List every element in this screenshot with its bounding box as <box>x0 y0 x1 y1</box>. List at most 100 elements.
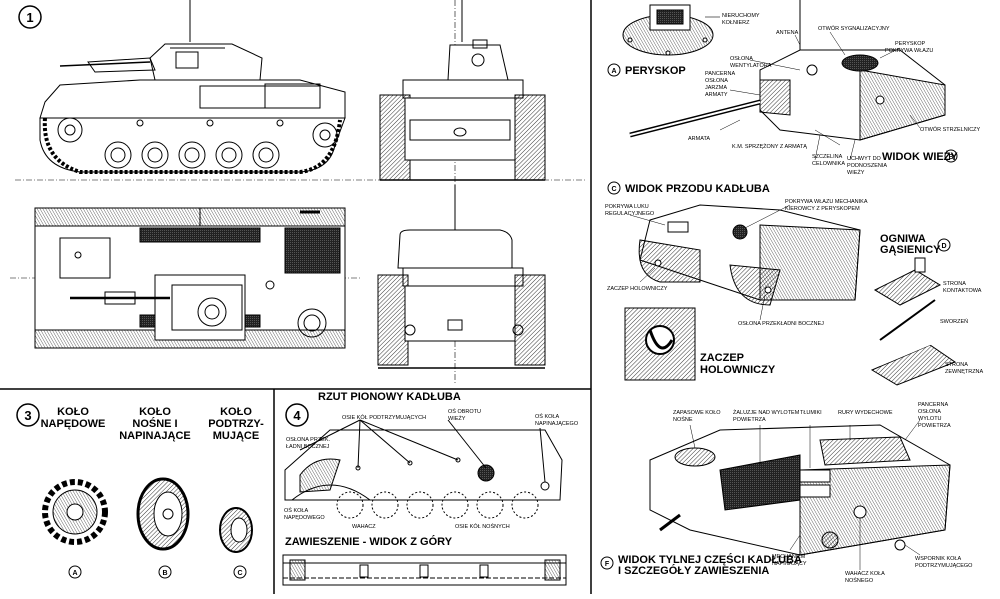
label-pancerna-oslona-f-1: PANCERNA <box>918 402 948 408</box>
detail-f-badge <box>600 556 614 570</box>
label-uchwyt-1: UCHWYT DO <box>847 156 882 162</box>
tow-hook-detail-drawing <box>624 307 696 381</box>
wheel-b-label-1: KOŁO <box>139 406 171 418</box>
detail-c-hull-front: C WIDOK PRZODU KADŁUBA POKRYWA LUKU REGU… <box>605 181 868 381</box>
detail-b-mark: B <box>948 154 953 161</box>
section-3-number: 3 <box>24 408 31 423</box>
suspension-top-view <box>282 554 567 586</box>
label-armata: ARMATA <box>688 136 710 142</box>
wheel-b-label-2: NOŚNE I <box>132 417 177 430</box>
label-pancerna-oslona-4: ARMATY <box>705 92 728 98</box>
label-pancerna-oslona-2: OSŁONA <box>705 78 728 84</box>
wheel-c-label-2: PODTRZY- <box>208 418 264 430</box>
detail-f-title-1: WIDOK TYLNEJ CZĘŚCI KADŁUBA <box>618 553 802 566</box>
label-szczelina-1: SZCZELINA <box>812 154 843 160</box>
detail-c-title: WIDOK PRZODU KADŁUBA <box>625 183 770 195</box>
front-view-tank <box>379 0 546 181</box>
detail-d-track-links: OGNIWA GĄSIENICY D STRONA KONTAKTOWA SWO… <box>870 233 984 386</box>
label-pancerna-oslona-f-2: OSŁONA <box>918 409 941 415</box>
wheel-c-label-3: MUJĄCE <box>213 430 259 442</box>
wheel-a-mark: A <box>72 570 77 577</box>
section-3-wheels: 3 KOŁO NAPĘDOWE KOŁO NOŚNE I NAPINAJĄCE … <box>16 403 264 579</box>
wheel-a-label-2: NAPĘDOWE <box>41 418 106 430</box>
label-pokrywa-wlazu: POKRYWA WŁAZU <box>885 48 933 54</box>
label-wahacz-f-1: WAHACZ KOŁA <box>845 571 885 577</box>
label-osie-podtrzym: OSIE KÓŁ PODTRZYMUJĄCYCH <box>342 414 426 421</box>
label-os-napedowego-1: OŚ KOŁA <box>284 506 308 514</box>
track-link-drawings <box>870 257 957 386</box>
label-zaluzje-1: ŻALUZJE NAD WYLOTEM <box>733 409 800 416</box>
section-1-orthographic-views: 1 <box>10 0 585 385</box>
top-view-tank <box>34 207 346 349</box>
detail-b-title: WIDOK WIEŻY <box>882 150 958 163</box>
periscope-drawing <box>622 4 714 56</box>
detail-a-periscope: NIERUCHOMY KOŁNIERZ A PERYSKOP <box>607 4 760 77</box>
label-rury: RURY WYDECHOWE <box>838 410 893 416</box>
label-oslona-przekladni-bocznej: OSŁONA PRZEKŁADNI BOCZNEJ <box>738 321 824 327</box>
label-pancerna-oslona-f-4: POWIETRZA <box>918 423 951 429</box>
label-km-sprzezony: K.M. SPRZĘŻONY Z ARMATĄ <box>732 143 807 150</box>
label-peryskop: PERYSKOP <box>895 41 925 47</box>
label-strona-kontaktowa-2: KONTAKTOWA <box>943 288 982 294</box>
label-uchwyt-2: PODNOSZENIA <box>847 163 887 169</box>
drive-wheel-drawing <box>42 479 108 545</box>
label-zaczep: ZACZEP HOLOWNICZY <box>607 286 668 292</box>
label-otwor-sygn: OTWÓR SYGNALIZACYJNY <box>818 25 890 32</box>
wheel-b-mark: B <box>162 570 167 577</box>
label-os-obrotu-2: WIEŻY <box>448 415 466 422</box>
side-road-wheels <box>104 141 280 169</box>
wheel-a-label-1: KOŁO <box>57 406 89 418</box>
hull-rear-drawing <box>649 424 951 556</box>
label-sworzen: SWORZEŃ <box>940 318 968 325</box>
detail-b-turret: ANTENA OTWÓR SYGNALIZACYJNY PERYSKOP POK… <box>629 0 981 176</box>
label-szczelina-2: CELOWNIKA <box>812 161 845 167</box>
section-4-title: RZUT PIONOWY KADŁUBA <box>318 391 461 403</box>
rear-view-tank <box>377 185 546 369</box>
detail-a-title: PERYSKOP <box>625 65 686 77</box>
label-pokrywa-wlazu-2: KIEROWCY Z PERYSKOPEM <box>785 206 860 212</box>
label-os-obrotu-1: OŚ OBROTU <box>448 407 481 415</box>
label-nieruchomy-2: KOŁNIERZ <box>722 20 750 26</box>
label-mechanizm-2: NAPINAJĄCY <box>772 561 807 567</box>
side-view-tank <box>39 0 346 174</box>
section-1-badge <box>18 5 42 29</box>
return-roller-drawing <box>219 507 253 553</box>
section-1-number: 1 <box>26 10 33 25</box>
label-strona-kontaktowa-1: STRONA <box>943 281 966 287</box>
label-wahacz: WAHACZ <box>352 524 376 530</box>
wheel-b-label-3: NAPINAJĄCE <box>119 430 191 442</box>
label-os-napinajacego-1: OŚ KOŁA <box>535 412 559 420</box>
label-mechanizm-1: MECHANIZM <box>772 554 806 560</box>
label-osie-nosnych: OSIE KÓŁ NOŚNYCH <box>455 522 510 530</box>
suspension-subtitle: ZAWIESZENIE - WIDOK Z GÓRY <box>285 535 453 548</box>
label-otwor-strzelniczy: OTWÓR STRZELNICZY <box>920 126 981 133</box>
tow-hook-title-2: HOLOWNICZY <box>700 364 776 376</box>
detail-a-badge <box>607 63 621 77</box>
section-4-badge <box>285 403 309 427</box>
detail-f-title-2: I SZCZEGÓŁY ZAWIESZENIA <box>618 564 769 577</box>
label-wspornik-2: PODTRZYMUJĄCEGO <box>915 563 973 569</box>
label-pokrywa-luku-1: POKRYWA LUKU <box>605 204 649 210</box>
detail-f-hull-rear: ZAPASOWE KOŁO NOŚNE ŻALUZJE NAD WYLOTEM … <box>600 402 973 584</box>
label-tlumiki: TŁUMIKI <box>800 410 822 416</box>
label-nieruchomy-1: NIERUCHOMY <box>722 13 760 19</box>
turret-drawing <box>629 0 946 141</box>
label-pancerna-oslona-1: PANCERNA <box>705 71 735 77</box>
detail-b-badge <box>944 149 958 163</box>
section-4-hull-plan: 4 RZUT PIONOWY KADŁUBA OSIE KÓŁ PODTRZYM… <box>282 391 579 586</box>
label-oslona-went-2: WENTYLATORA <box>730 63 772 69</box>
detail-c-badge <box>607 181 621 195</box>
section-3-badge <box>16 403 40 427</box>
label-strona-zewnetrzna-2: ZEWNĘTRZNA <box>945 369 984 375</box>
hull-plan-drawing <box>284 419 563 519</box>
label-os-napedowego-2: NAPĘDOWEGO <box>284 515 325 521</box>
label-strona-zewnetrzna-1: STRONA <box>945 362 968 368</box>
detail-f-mark: F <box>605 561 610 568</box>
label-oslona-przekladni-1: OSŁONA PRZEK. <box>286 437 330 443</box>
detail-d-title-1: OGNIWA <box>880 233 926 245</box>
label-pancerna-oslona-f-3: WYLOTU <box>918 416 942 422</box>
label-antena: ANTENA <box>776 30 799 36</box>
detail-d-title-2: GĄSIENICY <box>880 244 941 256</box>
label-os-napinajacego-2: NAPINAJĄCEGO <box>535 421 579 427</box>
